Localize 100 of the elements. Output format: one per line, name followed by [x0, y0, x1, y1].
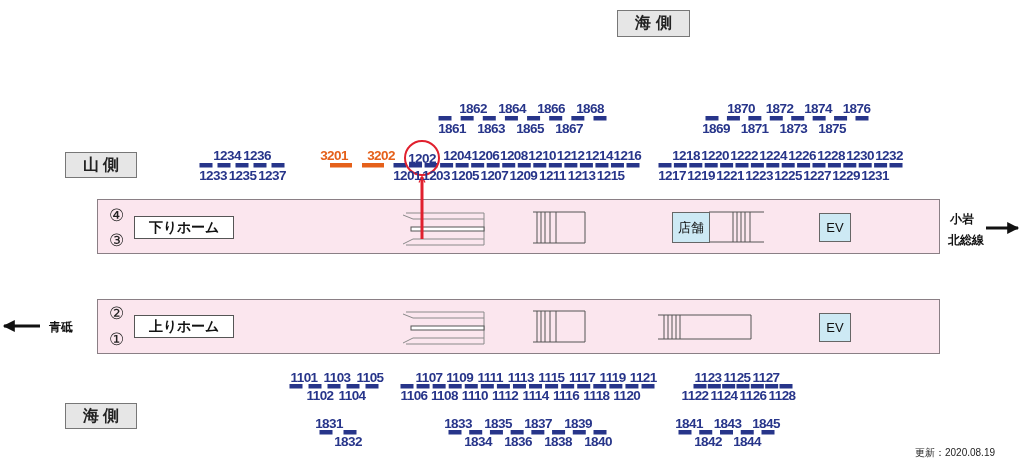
car-position-number: 1869	[702, 122, 730, 136]
car-position-number: 1231	[861, 169, 889, 183]
car-position-number: 1840	[584, 435, 612, 449]
elevator-box: EV	[819, 213, 851, 242]
car-position-number: 1235	[228, 169, 257, 183]
shop-box: 店舗	[672, 212, 710, 243]
side-label: 海 側	[65, 403, 137, 429]
car-position-number: 1870	[727, 102, 755, 116]
car-position-number: 1114	[522, 389, 549, 403]
car-position-number: 1842	[694, 435, 722, 449]
car-position-number: 1117	[568, 371, 596, 385]
track-number: ③	[105, 229, 127, 251]
update-date: 更新：2020.08.19	[914, 446, 996, 460]
track-number: ①	[105, 328, 127, 350]
car-position-number: 1216	[613, 149, 642, 163]
car-position-number: 1105	[356, 371, 384, 385]
car-position-number: 1124	[710, 389, 738, 403]
car-position-number: 1113	[507, 371, 534, 385]
car-position-number: 1861	[438, 122, 466, 136]
place-name: 小岩	[950, 212, 974, 226]
car-position-number: 1121	[629, 371, 657, 385]
car-position-number: 1864	[498, 102, 526, 116]
car-position-number: 1128	[768, 389, 796, 403]
car-position-number: 1866	[537, 102, 565, 116]
car-position-number: 1207	[480, 169, 509, 183]
car-position-number: 1126	[739, 389, 767, 403]
car-position-number: 1868	[576, 102, 604, 116]
place-name: 青砥	[49, 320, 73, 334]
car-position-number: 1120	[613, 389, 641, 403]
car-position-number: 1230	[846, 149, 874, 163]
car-position-number: 1115	[538, 371, 565, 385]
car-position-number: 1836	[504, 435, 532, 449]
car-position-number: 1220	[701, 149, 729, 163]
car-position-number: 1865	[516, 122, 544, 136]
car-position-number: 1873	[779, 122, 808, 136]
car-position-number: 1876	[842, 102, 871, 116]
arrow	[418, 175, 426, 239]
car-position-number: 1209	[509, 169, 538, 183]
car-position-number: 1122	[681, 389, 709, 403]
track-number: ②	[105, 302, 127, 324]
car-position-number: 1102	[306, 389, 334, 403]
car-position-number: 1107	[415, 371, 443, 385]
car-position-number: 1237	[258, 169, 286, 183]
car-position-number: 3202	[367, 149, 395, 163]
elevator-box: EV	[819, 313, 851, 342]
platform-band	[97, 199, 940, 254]
car-position-number: 1232	[875, 149, 903, 163]
car-position-number: 1838	[544, 435, 572, 449]
car-position-number: 1872	[765, 102, 794, 116]
car-position-number: 1229	[832, 169, 860, 183]
car-position-number: 1112	[492, 389, 519, 403]
car-position-number: 1118	[583, 389, 610, 403]
car-position-number: 1219	[687, 169, 715, 183]
car-position-number: 1233	[199, 169, 227, 183]
car-position-number: 1871	[740, 122, 769, 136]
car-position-number: 1208	[500, 149, 528, 163]
car-position-number: 1874	[804, 102, 832, 116]
car-position-number: 1125	[723, 371, 751, 385]
car-position-number: 1110	[461, 389, 488, 403]
platform-name: 下りホーム	[134, 216, 234, 239]
car-position-number: 1831	[315, 417, 343, 431]
car-position-number: 1833	[444, 417, 472, 431]
car-position-number: 1223	[745, 169, 773, 183]
car-position-number: 1224	[759, 149, 787, 163]
side-label: 海 側	[617, 10, 690, 37]
car-position-number: 1204	[443, 149, 471, 163]
car-position-number: 1111	[477, 371, 503, 385]
car-position-number: 1875	[818, 122, 846, 136]
car-position-number: 1108	[430, 389, 458, 403]
car-position-number: 1213	[567, 169, 596, 183]
car-position-number: 1210	[528, 149, 556, 163]
car-position-number: 1214	[585, 149, 613, 163]
car-position-number: 1845	[752, 417, 780, 431]
car-position-number: 1843	[713, 417, 742, 431]
car-position-number: 1215	[596, 169, 625, 183]
car-position-number: 1226	[788, 149, 816, 163]
car-position-number: 1832	[334, 435, 362, 449]
car-position-number: 3201	[320, 149, 348, 163]
car-position-number: 1218	[672, 149, 700, 163]
car-position-number: 1206	[471, 149, 500, 163]
car-position-number: 1834	[464, 435, 492, 449]
car-position-number: 1212	[556, 149, 585, 163]
car-position-number: 1109	[446, 371, 474, 385]
platform-name: 上りホーム	[134, 315, 234, 338]
car-position-number: 1841	[675, 417, 703, 431]
car-position-number: 1835	[484, 417, 512, 431]
car-position-number: 1844	[733, 435, 761, 449]
car-position-number: 1862	[459, 102, 487, 116]
car-position-number: 1837	[524, 417, 552, 431]
car-position-number: 1103	[323, 371, 351, 385]
car-position-number: 1839	[564, 417, 592, 431]
car-position-number: 1225	[774, 169, 802, 183]
car-position-number: 1101	[290, 371, 318, 385]
car-position-number: 1116	[552, 389, 580, 403]
car-position-number: 1217	[658, 169, 686, 183]
track-number: ④	[105, 204, 127, 226]
car-position-number: 1227	[803, 169, 831, 183]
car-position-number: 1106	[400, 389, 428, 403]
line-name: 北総線	[948, 233, 984, 247]
car-position-number: 1234	[213, 149, 241, 163]
